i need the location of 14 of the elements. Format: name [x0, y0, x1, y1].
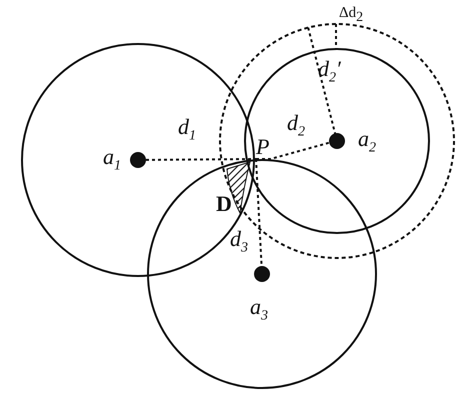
anchor-label: a$_{2}$: [358, 128, 376, 156]
region-label: D: [216, 193, 232, 215]
anchor-dot: [254, 266, 270, 282]
dashed-line: [255, 158, 263, 266]
anchor-dot: [329, 133, 345, 149]
edge-label: d$_{1}$: [178, 116, 196, 144]
edge-label: d$_{3}$: [230, 228, 248, 256]
point-label: P: [256, 136, 270, 158]
edge-label: d$_{2}$: [287, 112, 305, 140]
anchor-label: a$_{1}$: [103, 146, 121, 174]
anchor-dot: [130, 152, 146, 168]
dashed-line: [146, 158, 256, 161]
anchor-label: a$_{3}$: [250, 296, 268, 324]
dashed-line: [256, 142, 330, 160]
